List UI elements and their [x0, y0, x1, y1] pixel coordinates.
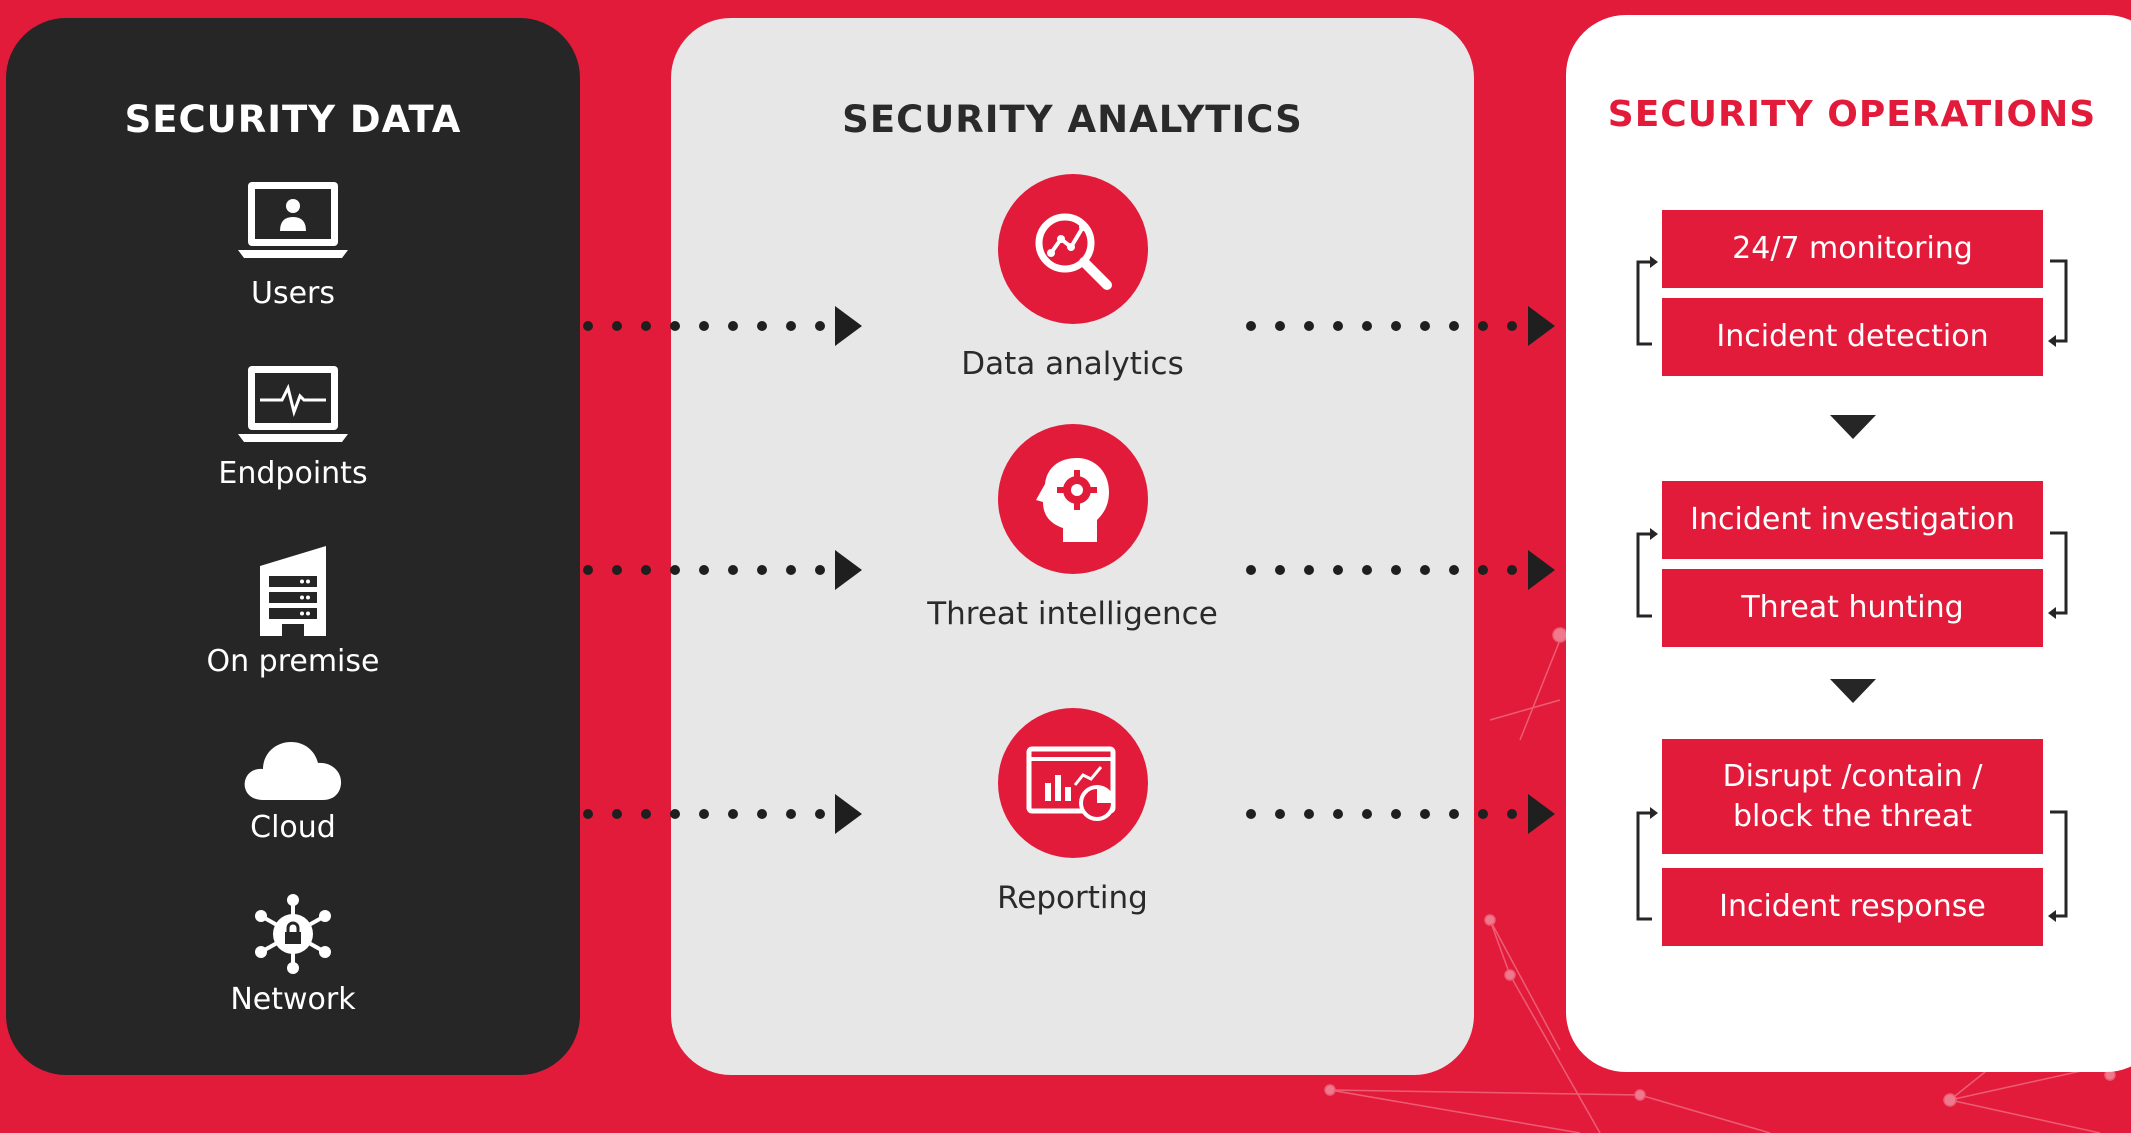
ops-step: 24/7 monitoring — [1662, 210, 2043, 288]
dotted-arrow — [1246, 794, 1555, 834]
ops-step: Threat hunting — [1662, 569, 2043, 647]
loop-right-arrow-icon — [2048, 259, 2068, 347]
loop-left-arrow-icon — [1636, 256, 1658, 346]
down-arrow-icon — [1830, 415, 1876, 439]
dotted-arrow — [1246, 550, 1555, 590]
network-lock-icon — [255, 894, 331, 974]
head-gear-icon — [997, 424, 1148, 574]
security-operations-title: SECURITY OPERATIONS — [1607, 94, 2097, 135]
dotted-arrow — [583, 306, 862, 346]
analytics-label: Threat intelligence — [927, 596, 1218, 632]
dotted-arrow — [583, 794, 862, 834]
source-label: Network — [230, 982, 356, 1017]
data-to-analytics-connectors — [583, 306, 862, 834]
source-label: Endpoints — [218, 456, 368, 491]
source-network: Network — [6, 894, 580, 1017]
analytics-to-operations-connectors — [1246, 306, 1555, 834]
source-cloud: Cloud — [6, 736, 580, 845]
source-users: Users — [6, 176, 580, 311]
cloud-icon — [244, 742, 342, 800]
security-analytics-title: SECURITY ANALYTICS — [842, 98, 1303, 141]
security-data-title: SECURITY DATA — [124, 98, 462, 141]
dotted-arrow — [1246, 306, 1555, 346]
magnify-chart-icon — [997, 174, 1148, 324]
source-label: Users — [250, 276, 335, 311]
analytics-threat-intelligence: Threat intelligence — [671, 424, 1474, 632]
laptop-pulse-icon — [238, 366, 348, 442]
security-data-panel: SECURITY DATA Users Endpoints On pr — [6, 18, 580, 1075]
ops-step: Incident detection — [1662, 298, 2043, 376]
loop-left-arrow-icon — [1636, 528, 1658, 618]
security-operations-panel: SECURITY OPERATIONS 24/7 monitoring Inci… — [1566, 15, 2131, 1072]
loop-right-arrow-icon — [2048, 531, 2068, 619]
analytics-label: Reporting — [997, 880, 1148, 916]
source-label: Cloud — [250, 810, 336, 845]
report-chart-icon — [997, 708, 1148, 858]
server-building-icon — [260, 546, 326, 636]
source-on-premise: On premise — [6, 546, 580, 679]
loop-left-arrow-icon — [1636, 807, 1658, 921]
ops-step: Disrupt /contain / block the threat — [1662, 739, 2043, 854]
source-endpoints: Endpoints — [6, 366, 580, 491]
down-arrow-icon — [1830, 679, 1876, 703]
analytics-label: Data analytics — [961, 346, 1184, 382]
dotted-arrow — [583, 550, 862, 590]
ops-step: Incident investigation — [1662, 481, 2043, 559]
laptop-user-icon — [238, 182, 348, 258]
security-analytics-panel: SECURITY ANALYTICS Data analytics — [671, 18, 1474, 1075]
loop-right-arrow-icon — [2048, 810, 2068, 922]
ops-step: Incident response — [1662, 868, 2043, 946]
analytics-data-analytics: Data analytics — [671, 174, 1474, 382]
source-label: On premise — [206, 644, 380, 679]
analytics-reporting: Reporting — [671, 708, 1474, 916]
